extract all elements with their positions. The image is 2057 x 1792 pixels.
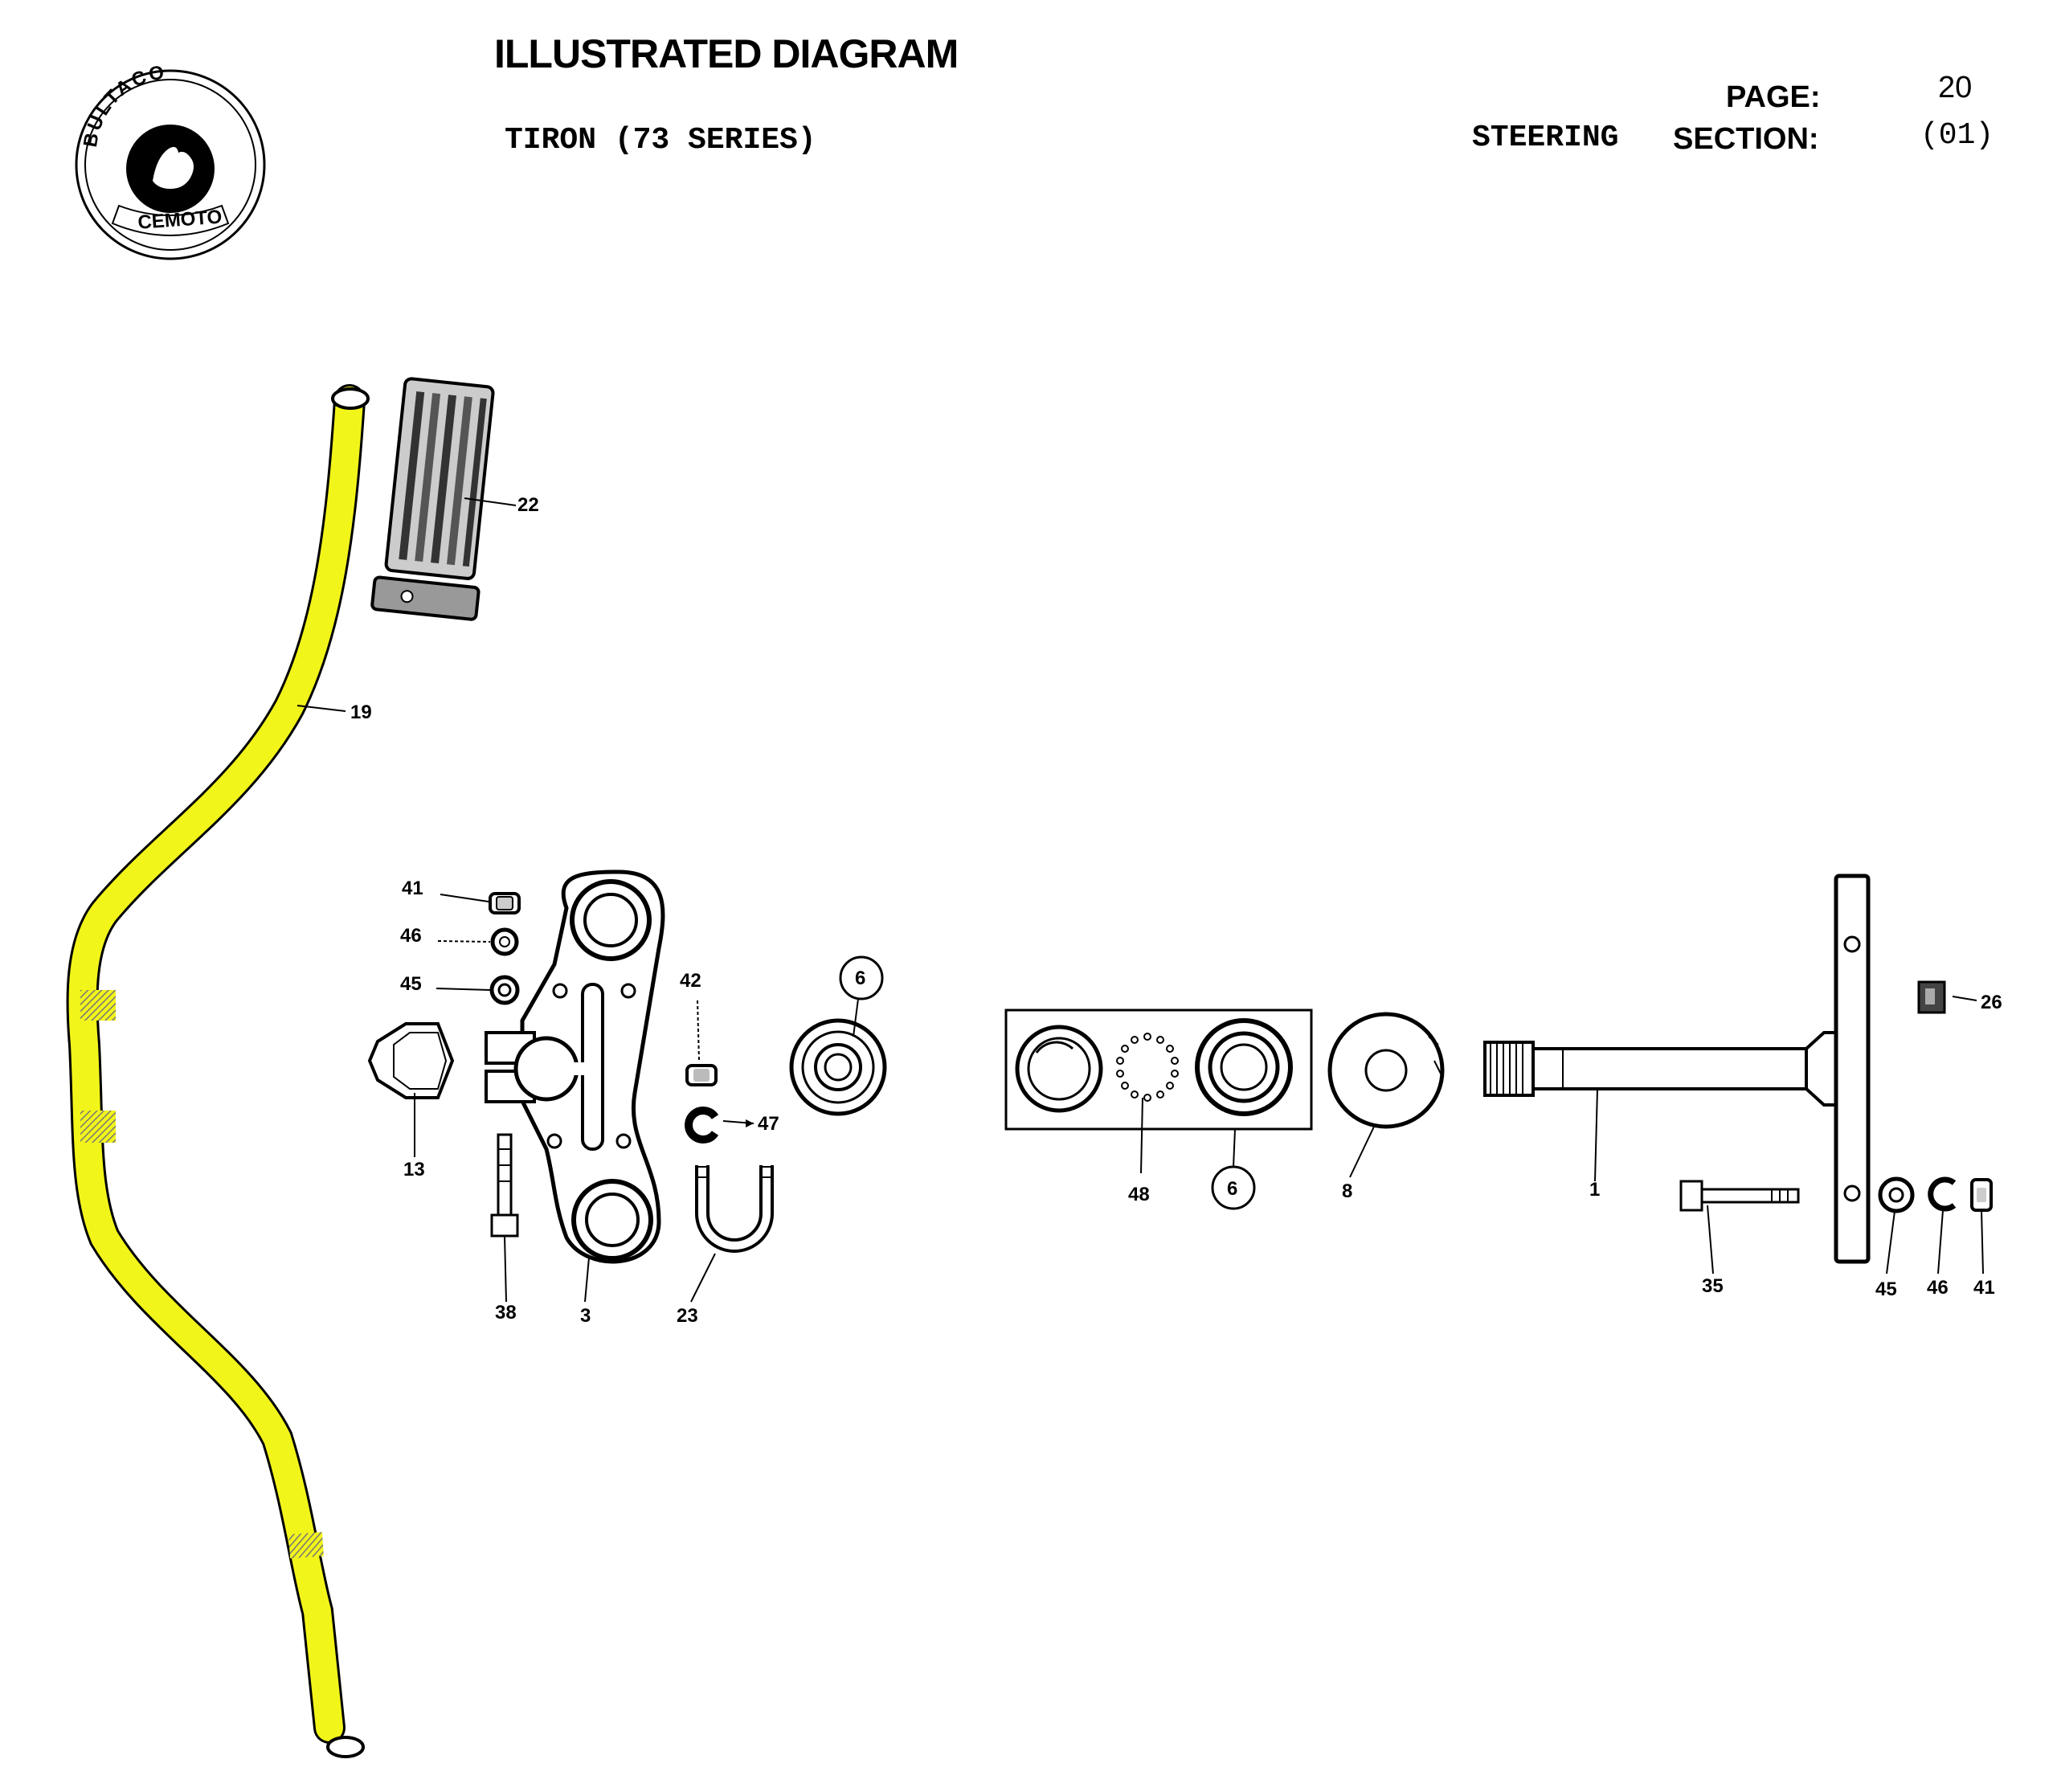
bearing-kit — [1004, 1009, 1313, 1131]
callout-46-lower: 46 — [1927, 1277, 1949, 1299]
part-26 — [1917, 980, 1946, 1014]
nut-41-lower — [1970, 1178, 1993, 1212]
nut-42 — [685, 1064, 718, 1086]
callout-41-upper: 41 — [402, 878, 423, 899]
callout-3: 3 — [580, 1305, 591, 1327]
bearing-race-upper — [789, 1018, 887, 1116]
washer-45-upper — [489, 975, 520, 1005]
callout-48: 48 — [1128, 1184, 1150, 1205]
bolt-35 — [1679, 1180, 1800, 1212]
callout-6-upper: 6 — [855, 968, 865, 989]
callout-circle-6-upper — [839, 955, 884, 1000]
callout-13: 13 — [403, 1159, 425, 1180]
callout-41-lower: 41 — [1973, 1277, 1995, 1299]
bolt-38 — [490, 1133, 519, 1238]
callout-22: 22 — [517, 494, 539, 516]
callout-35: 35 — [1702, 1275, 1724, 1297]
callout-42: 42 — [680, 970, 701, 992]
section-number: (01) — [1920, 118, 1994, 153]
page-number: 20 — [1938, 71, 1973, 104]
callout-26: 26 — [1981, 992, 2002, 1013]
callout-38: 38 — [495, 1302, 517, 1324]
callout-19: 19 — [350, 702, 372, 723]
clip-47 — [685, 1107, 719, 1144]
callout-23: 23 — [677, 1305, 698, 1327]
steering-stem — [1483, 873, 1871, 1264]
callout-46-upper: 46 — [400, 925, 422, 947]
clip-46-lower — [1928, 1176, 1957, 1212]
callout-1: 1 — [1589, 1179, 1600, 1201]
handlebar — [66, 384, 370, 1758]
nut-41-upper — [489, 892, 521, 914]
section-label: SECTION: — [1673, 122, 1819, 156]
page-label: PAGE: — [1726, 80, 1821, 114]
bultaco-logo: BULTACO CEMOTO — [75, 61, 266, 260]
group-name: STEERING — [1472, 121, 1619, 155]
washer-46-upper — [490, 927, 519, 956]
dust-cover — [1327, 1012, 1445, 1129]
steering-nut — [367, 1022, 455, 1099]
washer-45-lower — [1878, 1176, 1915, 1213]
u-bolt-23 — [695, 1165, 774, 1253]
callout-47: 47 — [758, 1113, 779, 1135]
top-triple-clamp — [485, 869, 665, 1264]
handlebar-grip — [370, 377, 495, 621]
callout-45-lower: 45 — [1875, 1279, 1897, 1300]
callout-45-upper: 45 — [400, 973, 422, 995]
callout-6-lower: 6 — [1227, 1178, 1237, 1200]
page-title: ILLUSTRATED DIAGRAM — [494, 31, 959, 76]
model-name: TIRON (73 SERIES) — [505, 123, 816, 158]
callout-8: 8 — [1342, 1180, 1352, 1202]
